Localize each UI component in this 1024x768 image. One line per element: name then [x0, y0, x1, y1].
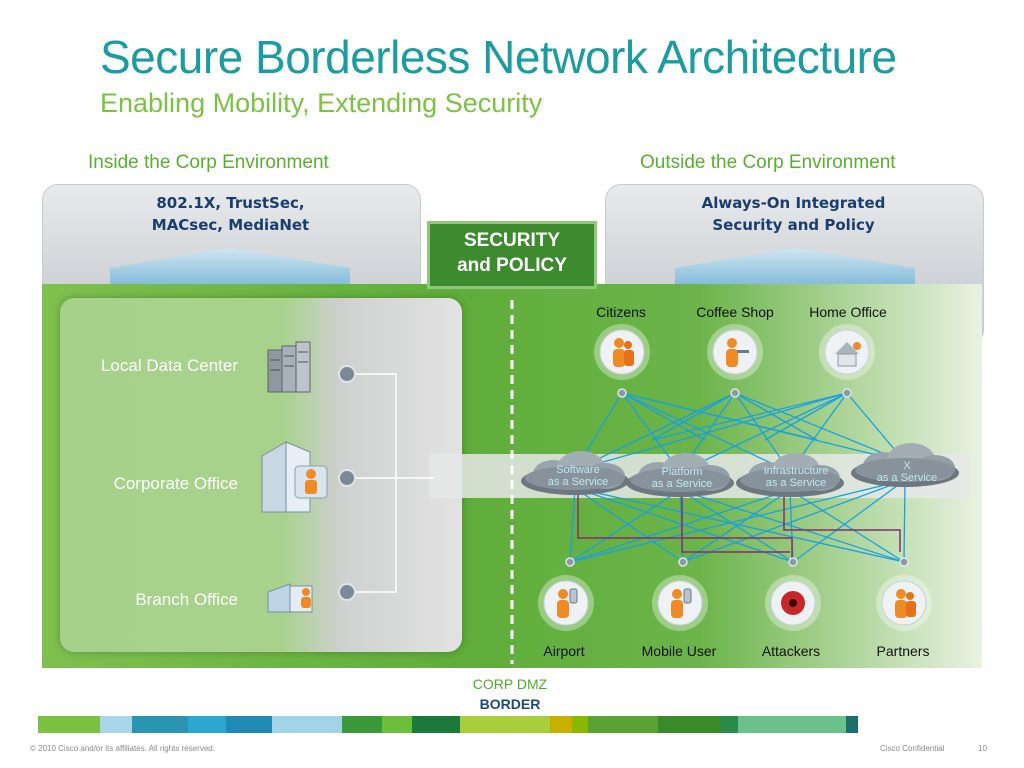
inside-tech-line1: 802.1X, TrustSec,	[156, 194, 305, 212]
inside-connectors	[354, 373, 434, 593]
footer-copyright: © 2010 Cisco and/or its affiliates. All …	[30, 744, 215, 753]
color-bar	[38, 716, 858, 733]
node-icon-5	[765, 575, 821, 631]
color-bar-segment	[132, 716, 188, 733]
color-bar-segment	[188, 716, 226, 733]
node-icon-3	[538, 575, 594, 631]
cloud-2	[736, 453, 844, 497]
node-label-coffee-shop: Coffee Shop	[696, 304, 774, 320]
location-data-center: Local Data Center	[100, 356, 238, 375]
corporate-office-icon	[261, 441, 328, 513]
node-label-home-office: Home Office	[809, 304, 887, 320]
color-bar-segment	[658, 716, 720, 733]
node-label-partners: Partners	[876, 643, 930, 659]
inside-heading: Inside the Corp Environment	[88, 152, 329, 173]
node-icon-0	[594, 324, 650, 380]
location-corporate-office: Corporate Office	[113, 474, 238, 493]
node-icons	[538, 324, 932, 631]
node-icon-1	[707, 324, 763, 380]
slide-subtitle: Enabling Mobility, Extending Security	[100, 88, 543, 118]
security-policy-line2: and POLICY	[457, 255, 567, 276]
outside-tech-text: Always-On Integrated Security and Policy	[605, 192, 982, 236]
security-policy-label: SECURITY and POLICY	[427, 228, 597, 278]
color-bar-segment	[412, 716, 460, 733]
color-bar-segment	[572, 716, 588, 733]
color-bar-segment	[272, 716, 342, 733]
corp-dmz-label: CORP DMZ	[472, 676, 548, 692]
node-icon-4	[652, 575, 708, 631]
location-branch-office: Branch Office	[135, 590, 238, 609]
cloud-1	[626, 453, 734, 497]
color-bar-segment	[382, 716, 412, 733]
inside-tech-line2: MACsec, MediaNet	[151, 216, 310, 234]
color-bar-segment	[460, 716, 550, 733]
cloud-3	[851, 443, 959, 487]
service-clouds	[521, 443, 959, 497]
border-label: BORDER	[479, 696, 541, 712]
footer-confidential: Cisco Confidential	[880, 744, 945, 753]
outside-heading: Outside the Corp Environment	[640, 152, 896, 173]
color-bar-segment	[846, 716, 858, 733]
node-label-mobile-user: Mobile User	[641, 643, 717, 659]
node-dots	[565, 388, 909, 567]
security-policy-box	[427, 221, 597, 289]
mesh-purple-lines	[577, 492, 901, 558]
cloud-0	[521, 451, 629, 495]
outside-tech-line2: Security and Policy	[712, 216, 875, 234]
color-bar-segment	[100, 716, 132, 733]
color-bar-segment	[550, 716, 572, 733]
data-center-icon	[267, 341, 311, 393]
node-label-attackers: Attackers	[761, 643, 821, 659]
node-label-airport: Airport	[543, 643, 585, 659]
color-bar-segment	[342, 716, 382, 733]
inside-funnel	[110, 248, 350, 288]
color-bar-segment	[720, 716, 738, 733]
inside-dots	[338, 365, 356, 601]
outside-funnel	[675, 248, 915, 288]
node-icon-6	[876, 575, 932, 631]
inside-corp-panel	[60, 298, 462, 652]
node-icon-2	[819, 324, 875, 380]
color-bar-segment	[588, 716, 658, 733]
slide-title: Secure Borderless Network Architecture	[100, 31, 897, 83]
outside-tech-line1: Always-On Integrated	[701, 194, 886, 212]
inside-tech-text: 802.1X, TrustSec, MACsec, MediaNet	[42, 192, 419, 236]
page-number: 10	[978, 744, 987, 753]
security-policy-line1: SECURITY	[463, 230, 561, 251]
color-bar-segment	[226, 716, 272, 733]
color-bar-segment	[38, 716, 100, 733]
node-label-citizens: Citizens	[596, 304, 646, 320]
color-bar-segment	[738, 716, 846, 733]
branch-office-icon	[267, 583, 313, 613]
